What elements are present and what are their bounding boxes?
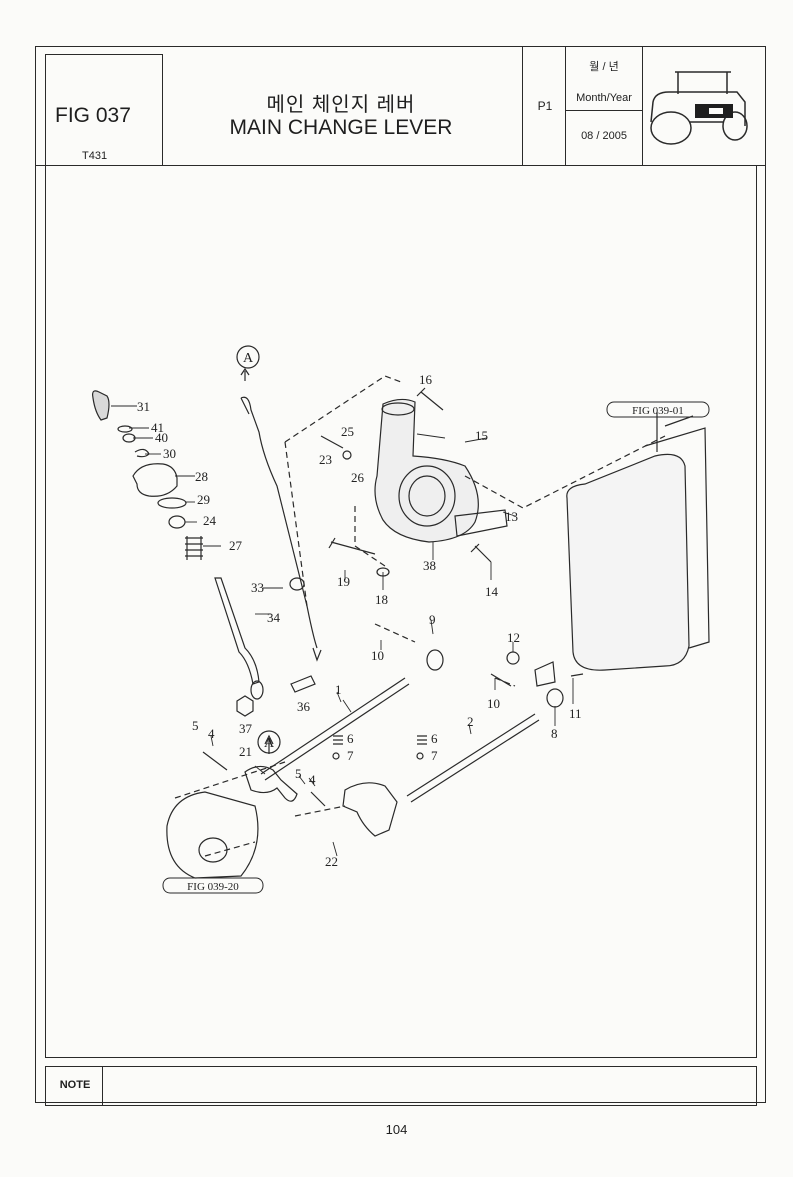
callout-28: 28	[195, 469, 208, 484]
callout-10b: 10	[487, 696, 500, 711]
date-divider	[565, 110, 642, 111]
note-sep	[102, 1066, 103, 1106]
callout-22: 22	[325, 854, 338, 869]
date-value: 08 / 2005	[581, 130, 627, 142]
callout-7b: 7	[431, 748, 438, 763]
callout-2: 2	[467, 714, 474, 729]
callout-38: 38	[423, 558, 436, 573]
header-left-inner	[45, 54, 46, 165]
marker-a-bottom: A	[264, 736, 275, 751]
callout-7a: 7	[347, 748, 354, 763]
callout-8: 8	[551, 726, 558, 741]
callout-5a: 5	[192, 718, 199, 733]
callout-9: 9	[429, 612, 436, 627]
callout-29: 29	[197, 492, 210, 507]
note-label: NOTE	[59, 1079, 91, 1091]
page-frame	[35, 46, 766, 1103]
rod-33	[240, 396, 318, 649]
ref-fig-039-01: FIG 039-01	[632, 405, 684, 417]
date-label-korean: 월 / 년	[589, 61, 619, 73]
ref-fig-039-20: FIG 039-20	[187, 881, 239, 893]
knob-31	[92, 390, 110, 421]
fork-21	[244, 765, 298, 802]
callout-27: 27	[229, 538, 243, 553]
callout-40: 40	[155, 430, 168, 445]
parts-diagram: A A FIG 039-01 FIG 039-20 16 25 23 26 15…	[92, 345, 710, 894]
callout-1: 1	[335, 682, 342, 697]
callout-41: 41	[151, 420, 164, 435]
title-korean: 메인 체인지 레버	[266, 94, 416, 116]
date-label: Month/Year	[576, 92, 632, 104]
header-top-inner	[45, 54, 162, 55]
tractor-icon	[650, 71, 748, 145]
callout-6b: 6	[431, 731, 438, 746]
callout-18: 18	[375, 592, 388, 607]
callout-36: 36	[297, 699, 311, 714]
callout-16: 16	[419, 372, 433, 387]
header-sep-4	[642, 46, 643, 165]
header-sep-1	[162, 54, 163, 165]
fork-22	[342, 782, 398, 837]
shift-rod-1	[260, 677, 410, 781]
marker-a-top: A	[243, 351, 254, 366]
callout-37: 37	[239, 721, 253, 736]
transmission-plate	[566, 453, 690, 671]
gearbox-20	[166, 791, 259, 879]
model-code: T431	[82, 150, 108, 162]
callout-12: 12	[507, 630, 520, 645]
callout-13: 13	[505, 509, 518, 524]
header-sep-2	[522, 46, 523, 165]
callout-24: 24	[203, 513, 217, 528]
callout-19: 19	[337, 574, 350, 589]
callout-30: 30	[163, 446, 176, 461]
callout-23: 23	[319, 452, 332, 467]
page-code: P1	[537, 99, 553, 113]
page-number: 104	[385, 1122, 408, 1137]
callout-26: 26	[351, 470, 365, 485]
callout-33: 33	[251, 580, 264, 595]
callout-14: 14	[485, 584, 499, 599]
callout-4b: 4	[309, 772, 316, 787]
callout-15: 15	[475, 428, 488, 443]
callout-6a: 6	[347, 731, 354, 746]
callout-21: 21	[239, 744, 252, 759]
callout-10a: 10	[371, 648, 384, 663]
boot-28	[132, 463, 178, 497]
shift-rod-2	[406, 713, 540, 803]
spring-27	[185, 536, 203, 560]
housing-15	[374, 398, 479, 543]
header-sep-3	[565, 46, 566, 165]
callout-5b: 5	[295, 766, 302, 781]
note-frame	[45, 1066, 757, 1106]
callout-34: 34	[267, 610, 281, 625]
header-divider	[35, 165, 766, 166]
drawing-area-frame	[45, 165, 757, 1058]
fig-number: FIG 037	[55, 104, 131, 127]
callout-31: 31	[137, 399, 150, 414]
callout-25: 25	[341, 424, 354, 439]
callout-11: 11	[569, 706, 582, 721]
callout-4a: 4	[208, 726, 215, 741]
page-title: MAIN CHANGE LEVER	[229, 116, 453, 139]
